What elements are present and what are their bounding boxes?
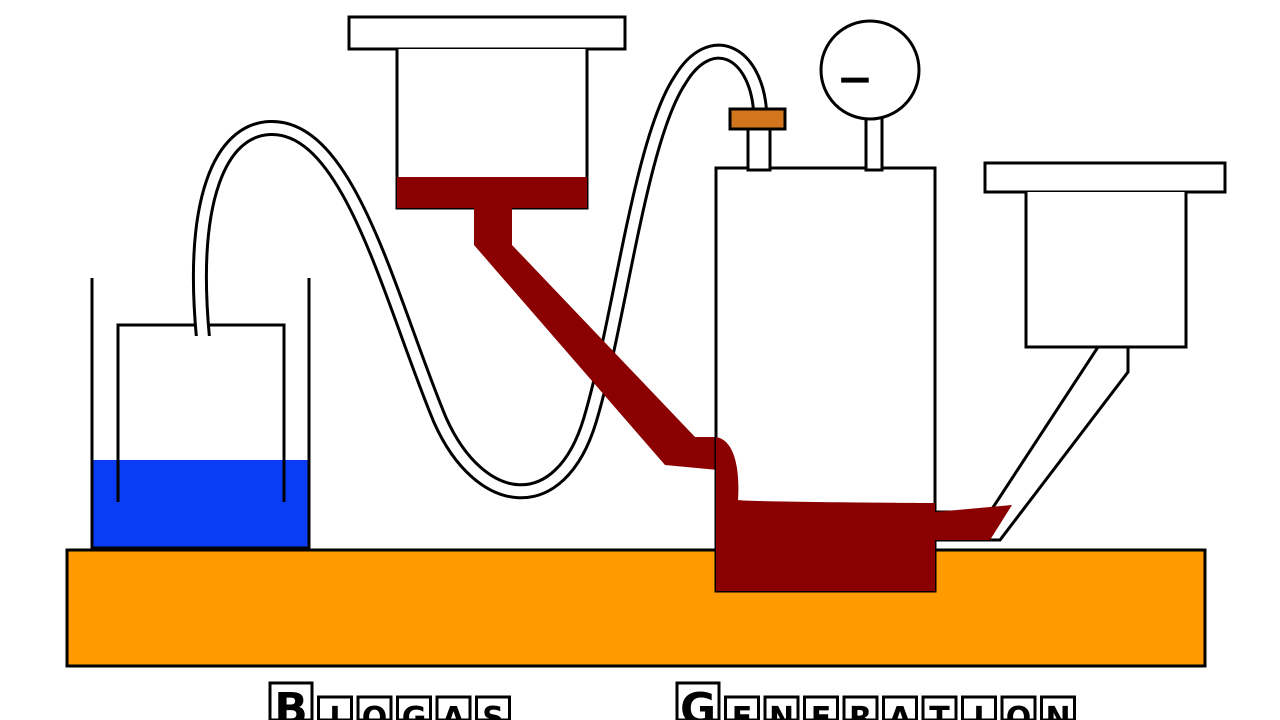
title-letter: A <box>888 701 912 720</box>
title-letter: R <box>849 701 872 720</box>
title-letter: T <box>929 701 950 720</box>
outlet-funnel-body <box>1024 192 1188 349</box>
title-letter: O <box>1006 701 1032 720</box>
title-letter: G <box>402 701 427 720</box>
title-letter-box <box>435 695 472 720</box>
outlet-slurry <box>935 505 1012 540</box>
title-letter-box <box>475 695 511 720</box>
title-letter-box <box>675 681 721 720</box>
gas-delivery-tube <box>190 43 768 500</box>
pressure-gauge-dial <box>819 19 921 121</box>
title-letter-box <box>1040 695 1076 720</box>
title-letter: E <box>811 701 832 720</box>
digester-slurry <box>716 437 935 591</box>
inlet-funnel-slurry <box>397 177 587 208</box>
gas-valve <box>728 107 787 131</box>
title-letter-box <box>882 695 918 720</box>
water-trough-water <box>92 460 309 548</box>
title-letter-box <box>724 695 760 720</box>
outlet-funnel-rim <box>983 161 1227 194</box>
title-letter: G <box>680 684 716 720</box>
title-letter-box <box>921 695 958 720</box>
base-platform <box>65 548 1207 668</box>
title-letter: N <box>1045 701 1070 720</box>
title-letter-box <box>268 681 314 720</box>
title-letter: A <box>442 701 466 720</box>
title-letter-box <box>803 695 839 720</box>
title-letter-box <box>961 695 997 720</box>
inlet-funnel-rim <box>347 15 627 51</box>
title-letter: I <box>973 701 984 720</box>
slurry-feed-pipe <box>474 208 718 470</box>
gas-outlet-neck <box>746 126 772 172</box>
pressure-gauge-symbol: − <box>837 54 874 105</box>
title-letter: I <box>329 701 340 720</box>
title-letter: B <box>274 684 308 720</box>
title-letter: S <box>482 701 504 720</box>
title-letter-box <box>763 695 800 720</box>
title-letter-box <box>1000 695 1037 720</box>
title-letter-box <box>356 695 393 720</box>
title-letter: O <box>362 701 388 720</box>
title-letter-box <box>317 695 353 720</box>
title-letter-box <box>396 695 432 720</box>
title-letter: N <box>769 701 794 720</box>
water-trough-outline <box>90 278 311 550</box>
title-letter-box <box>842 695 879 720</box>
title-letter: E <box>732 701 753 720</box>
